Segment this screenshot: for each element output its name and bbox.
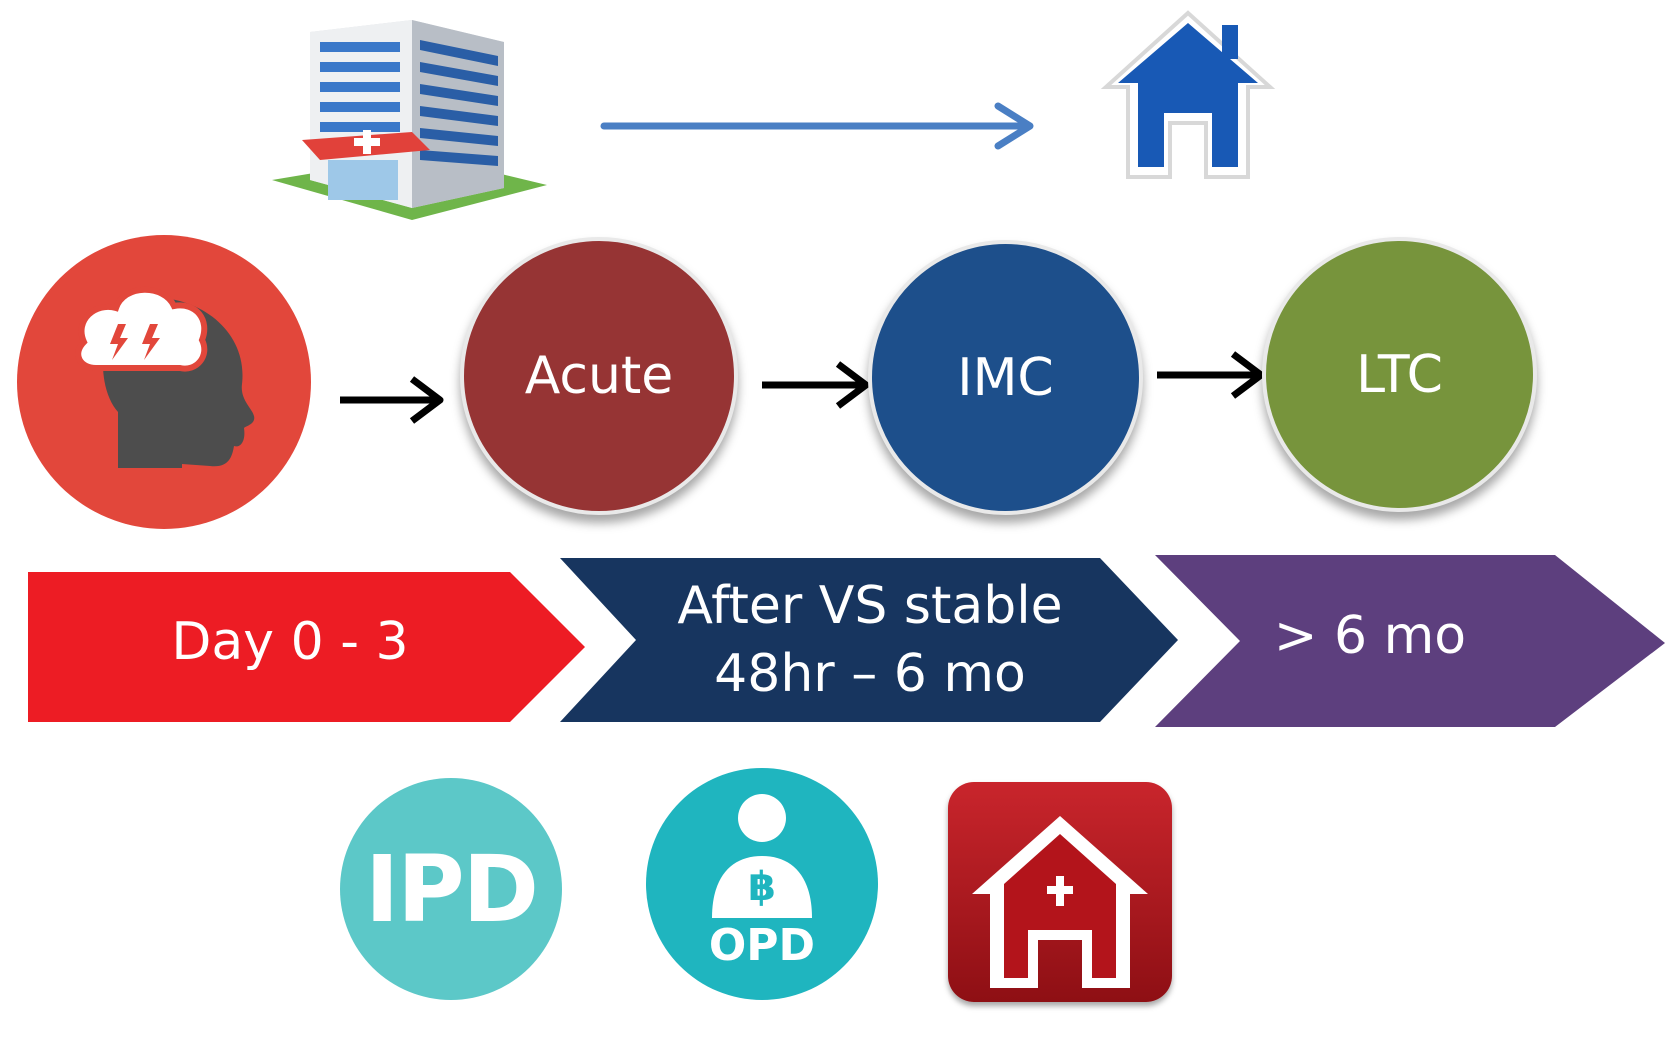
timeline-label-after-vs-line2: 48hr – 6 mo [714,644,1026,704]
flow-arrow-1 [338,375,448,425]
opd-label: OPD [708,920,816,971]
stage-acute-label: Acute [524,346,674,406]
stage-ltc-label: LTC [1356,344,1443,405]
stage-acute: Acute [460,237,738,515]
ipd-label: IPD [364,835,539,943]
ipd-icon: IPD [340,778,562,1000]
hospital-building-icon [262,10,552,230]
timeline-segment-6mo [1155,555,1665,727]
stage-imc: IMC [868,240,1143,515]
timeline-segment-day0-3 [28,572,585,722]
timeline-band [0,555,1665,730]
flow-arrow-2 [760,360,875,410]
flow-arrow-3 [1155,350,1270,400]
stage-ltc: LTC [1262,237,1537,512]
timeline-segment-after-vs [560,558,1178,722]
timeline-label-after-vs-line1: After VS stable [677,576,1063,636]
arrow-right-icon [600,100,1045,152]
house-icon [1098,5,1278,190]
timeline-label-day0-3: Day 0 - 3 [171,612,409,672]
stroke-head-icon [14,232,314,532]
home-care-icon [948,782,1172,1002]
opd-currency-symbol: ฿ [748,864,776,910]
timeline-label-6mo: > 6 mo [1273,606,1467,666]
opd-icon: ฿ OPD [646,768,878,1000]
stage-imc-label: IMC [957,347,1054,408]
